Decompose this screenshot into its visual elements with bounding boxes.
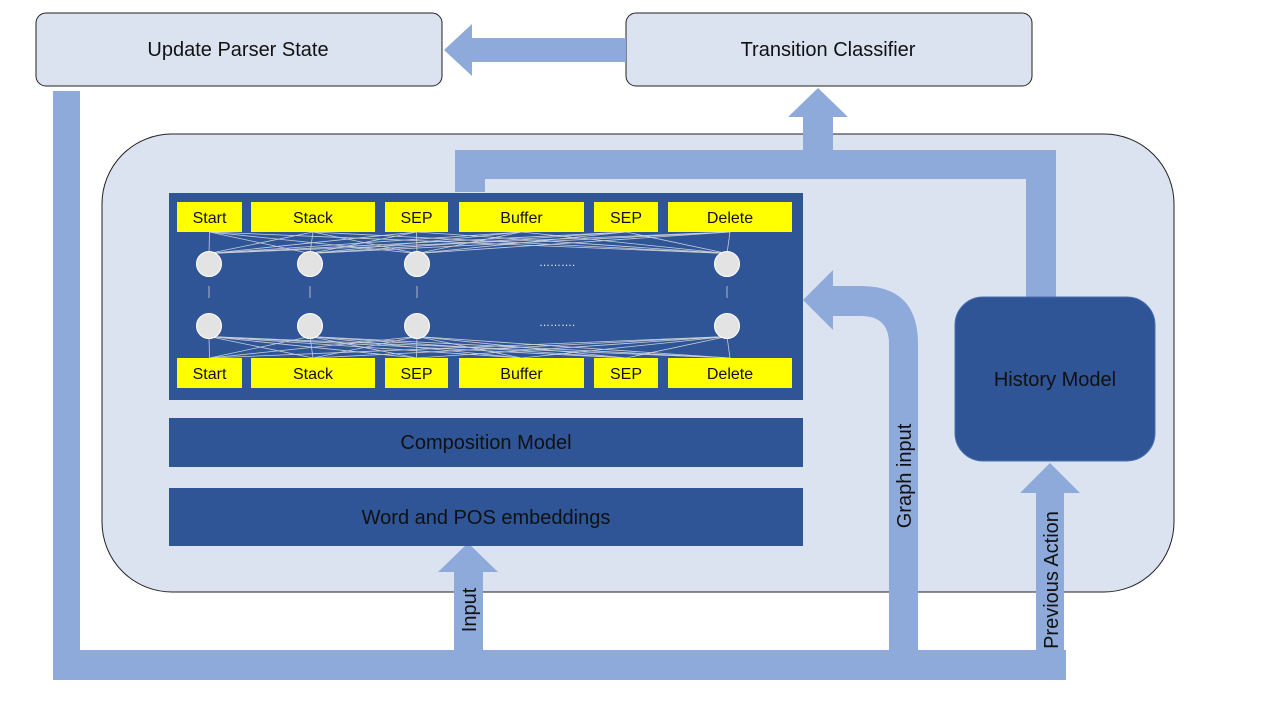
graph-input-label: Graph input (894, 423, 916, 528)
transition-classifier-box: Transition Classifier (625, 12, 1033, 87)
connection-line (208, 336, 627, 359)
previous-action-label: Previous Action (1041, 511, 1063, 649)
top-token-label: SEP (610, 210, 642, 227)
embeddings-box: Word and POS embeddings (169, 488, 803, 546)
previous-action-arrow (1020, 463, 1080, 650)
bottom-token-box (251, 358, 375, 388)
connection-line (726, 231, 731, 254)
connection-line (208, 336, 417, 359)
history-model-label: History Model (994, 369, 1116, 391)
connection-line (208, 231, 627, 254)
connection-line (208, 231, 210, 254)
hidden-node (714, 313, 740, 339)
graph-input-arrow (803, 270, 918, 650)
top-token-box (385, 202, 448, 232)
arrow-classifier-to-state (444, 24, 626, 76)
top-token-label: Buffer (500, 210, 543, 227)
top-token-label: Delete (707, 210, 753, 227)
hidden-node (404, 313, 430, 339)
update-parser-state-label: Update Parser State (147, 39, 328, 61)
embeddings-label: Word and POS embeddings (362, 507, 611, 529)
composition-model-label: Composition Model (400, 432, 571, 454)
bottom-token-box (668, 358, 792, 388)
top-token-row: Start Stack SEP Buffer SEP Delete (177, 202, 792, 232)
input-arrow (438, 543, 498, 650)
connection-line (208, 336, 314, 359)
top-token-box (177, 202, 242, 232)
bottom-token-box (385, 358, 448, 388)
hidden-node (714, 251, 740, 277)
bottom-token-row: Start Stack SEP Buffer SEP Delete (177, 358, 792, 388)
bottom-token-label: Stack (293, 366, 334, 383)
top-token-label: SEP (400, 210, 432, 227)
hidden-node (404, 251, 430, 277)
bottom-token-box (594, 358, 658, 388)
top-token-label: Stack (293, 210, 334, 227)
ellipsis-lower: ………. (539, 317, 575, 329)
top-token-box (594, 202, 658, 232)
connection-line (208, 336, 522, 359)
encoder-connections (208, 231, 731, 359)
bottom-token-box (459, 358, 584, 388)
top-token-box (668, 202, 792, 232)
bottom-token-label: Start (193, 366, 227, 383)
connection-line (208, 231, 314, 254)
bottom-token-label: SEP (400, 366, 432, 383)
connection-line (309, 231, 731, 254)
connection-line (208, 231, 522, 254)
ellipsis-upper: ………. (539, 257, 575, 269)
composition-model-box: Composition Model (169, 418, 803, 467)
bottom-token-label: Delete (707, 366, 753, 383)
connection-line (309, 336, 731, 359)
connection-line (208, 336, 731, 359)
top-token-label: Start (193, 210, 227, 227)
update-parser-state-box: Update Parser State (35, 12, 443, 87)
transition-classifier-label: Transition Classifier (741, 39, 916, 61)
hidden-node (196, 313, 222, 339)
connection-line (726, 336, 731, 359)
bottom-token-box (177, 358, 242, 388)
connection-line (416, 231, 731, 254)
input-label: Input (459, 587, 481, 632)
hidden-node (196, 251, 222, 277)
encoder-nodes (196, 251, 740, 339)
top-token-box (251, 202, 375, 232)
hidden-node (297, 313, 323, 339)
bottom-token-label: Buffer (500, 366, 543, 383)
connection-line (208, 336, 210, 359)
hidden-node (297, 251, 323, 277)
history-model-box: History Model (954, 296, 1156, 462)
top-token-box (459, 202, 584, 232)
connection-line (208, 231, 417, 254)
connection-line (416, 336, 731, 359)
bottom-token-label: SEP (610, 366, 642, 383)
connection-line (208, 231, 731, 254)
